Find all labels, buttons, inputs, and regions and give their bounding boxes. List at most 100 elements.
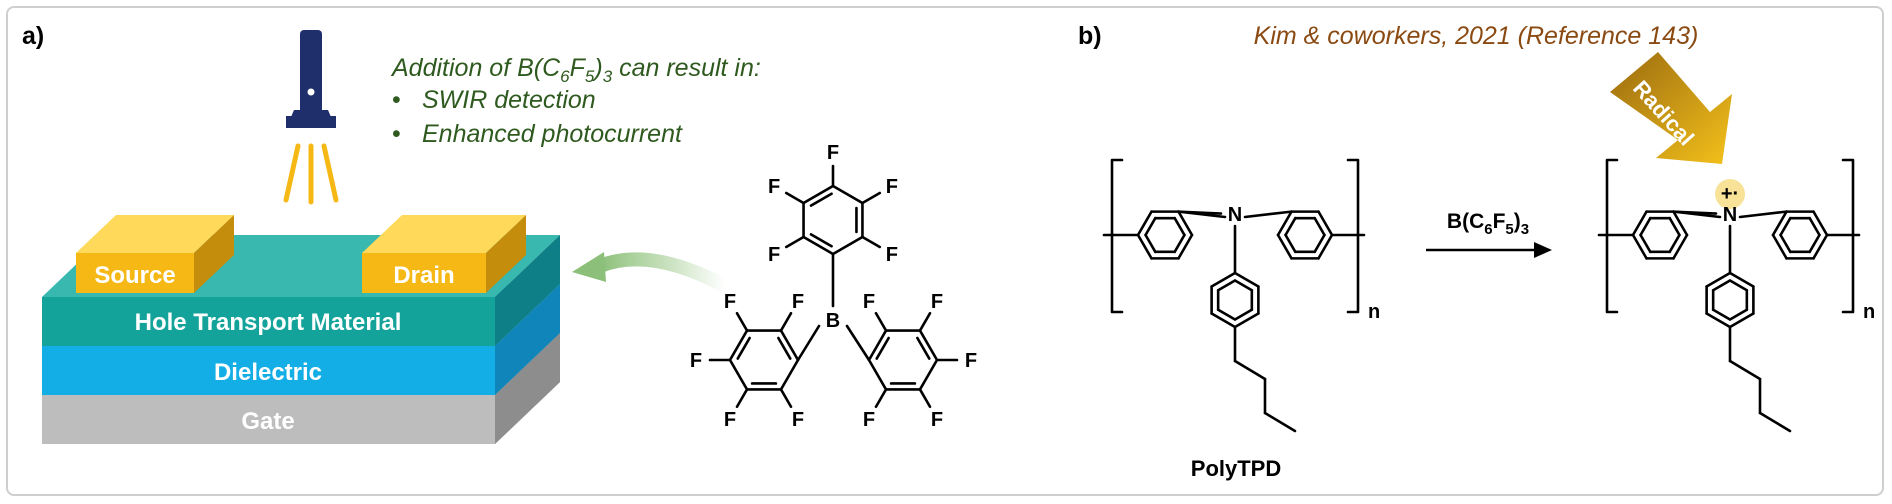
reaction-arrow — [1426, 242, 1552, 258]
bond-line — [1668, 216, 1681, 237]
htm-label: Hole Transport Material — [135, 309, 402, 336]
nitrogen-atom: N — [1723, 204, 1737, 226]
bond-line — [1233, 271, 1260, 288]
repeat-index: n — [1368, 301, 1380, 323]
bond-line — [918, 329, 939, 362]
bond-line — [777, 336, 792, 360]
bond-line — [1313, 233, 1326, 254]
repeat-index: n — [1863, 301, 1875, 323]
fluorine-atom: F — [724, 291, 736, 313]
htm-layer — [42, 297, 495, 346]
bullet-item-2: Enhanced photocurrent — [422, 120, 683, 148]
bond-line — [1136, 233, 1153, 260]
bond-line — [861, 191, 882, 205]
bond-line — [802, 184, 835, 205]
bond-line — [861, 235, 882, 249]
bullet-mark-1: • — [392, 86, 401, 114]
bracket-left — [1110, 158, 1124, 314]
bond-line — [809, 192, 833, 207]
bond-line — [1639, 233, 1652, 254]
bond-line — [1276, 210, 1293, 237]
flashlight-icon — [286, 30, 336, 128]
bond-line — [1317, 233, 1334, 260]
fluorine-atom: F — [931, 409, 943, 431]
radical-highlight — [1715, 179, 1745, 209]
source-electrode — [76, 215, 234, 293]
bullet-mark-2: • — [392, 120, 401, 148]
radical-arrow: Radical — [1610, 52, 1732, 164]
bond-line — [1779, 216, 1792, 237]
bond-line — [1177, 210, 1194, 237]
bond-line — [1173, 216, 1186, 237]
bond-line — [867, 329, 888, 362]
bond-line — [784, 191, 805, 205]
fluorine-atom: F — [931, 291, 943, 313]
bond-line — [1177, 233, 1194, 260]
bracket-left — [1605, 158, 1619, 314]
bond-line — [1808, 233, 1821, 254]
bond-line — [1233, 359, 1267, 381]
fluorine-atom: F — [724, 409, 736, 431]
bond-line — [1210, 312, 1237, 329]
fluorine-atom: F — [965, 350, 977, 372]
bond-line — [1177, 210, 1227, 219]
bond-line — [1233, 308, 1254, 321]
gate-label: Gate — [241, 408, 294, 435]
fluorine-atom: F — [690, 350, 702, 372]
bond-line — [867, 358, 888, 391]
source-label: Source — [94, 262, 175, 289]
bond-line — [728, 358, 749, 391]
radical-cation-mark: +· — [1721, 183, 1739, 205]
dielectric-layer — [42, 346, 495, 395]
bond-line — [845, 324, 871, 362]
bond-line — [1313, 216, 1326, 237]
bracket-right — [1346, 158, 1360, 314]
bond-line — [874, 311, 888, 332]
bullet-item-1: SWIR detection — [422, 86, 596, 114]
bond-line — [918, 311, 932, 332]
fluorine-atom: F — [792, 409, 804, 431]
bond-line — [735, 388, 749, 409]
bond-line — [1173, 233, 1186, 254]
fluorine-atom: F — [863, 291, 875, 313]
bond-line — [1233, 279, 1254, 292]
bond-line — [1317, 210, 1334, 237]
fluorine-atom: F — [768, 176, 780, 198]
bond-line — [1284, 233, 1297, 254]
citation-text: Kim & coworkers, 2021 (Reference 143) — [1254, 22, 1699, 50]
polymer-name: PolyTPD — [1191, 456, 1281, 481]
additive-heading: Addition of B(C6F5)3 can result in: — [390, 54, 761, 86]
fluorine-atom: F — [863, 409, 875, 431]
bond-line — [1136, 210, 1153, 237]
bond-line — [728, 329, 749, 362]
bond-line — [874, 388, 888, 409]
bond-line — [1216, 279, 1237, 292]
bond-line — [1779, 233, 1792, 254]
doping-arrow — [572, 252, 732, 293]
bond-line — [1668, 233, 1681, 254]
fluorine-atom: F — [792, 291, 804, 313]
bond-line — [1144, 233, 1157, 254]
bond-line — [1771, 210, 1788, 237]
bond-line — [918, 388, 932, 409]
bond-line — [1711, 279, 1732, 292]
radical-cation-structure: Nn +· — [1597, 158, 1875, 433]
bond-line — [779, 329, 800, 362]
bond-line — [1705, 312, 1732, 329]
panel-b-label: b) — [1078, 22, 1102, 50]
bond-line — [1758, 411, 1792, 433]
bond-line — [1728, 308, 1749, 321]
c6f5-ring-left: F F F F F — [690, 291, 804, 431]
bond-line — [1631, 233, 1648, 260]
bracket-right — [1841, 158, 1855, 314]
bond-line — [784, 235, 805, 249]
light-beams — [283, 143, 339, 205]
bond-line — [1812, 233, 1829, 260]
polytpd-structure: Nn — [1102, 158, 1380, 433]
bond-line — [831, 235, 864, 256]
bond-line — [918, 358, 939, 391]
bond-line — [1705, 271, 1732, 288]
bond-line — [875, 336, 890, 360]
bond-line — [1263, 411, 1297, 433]
